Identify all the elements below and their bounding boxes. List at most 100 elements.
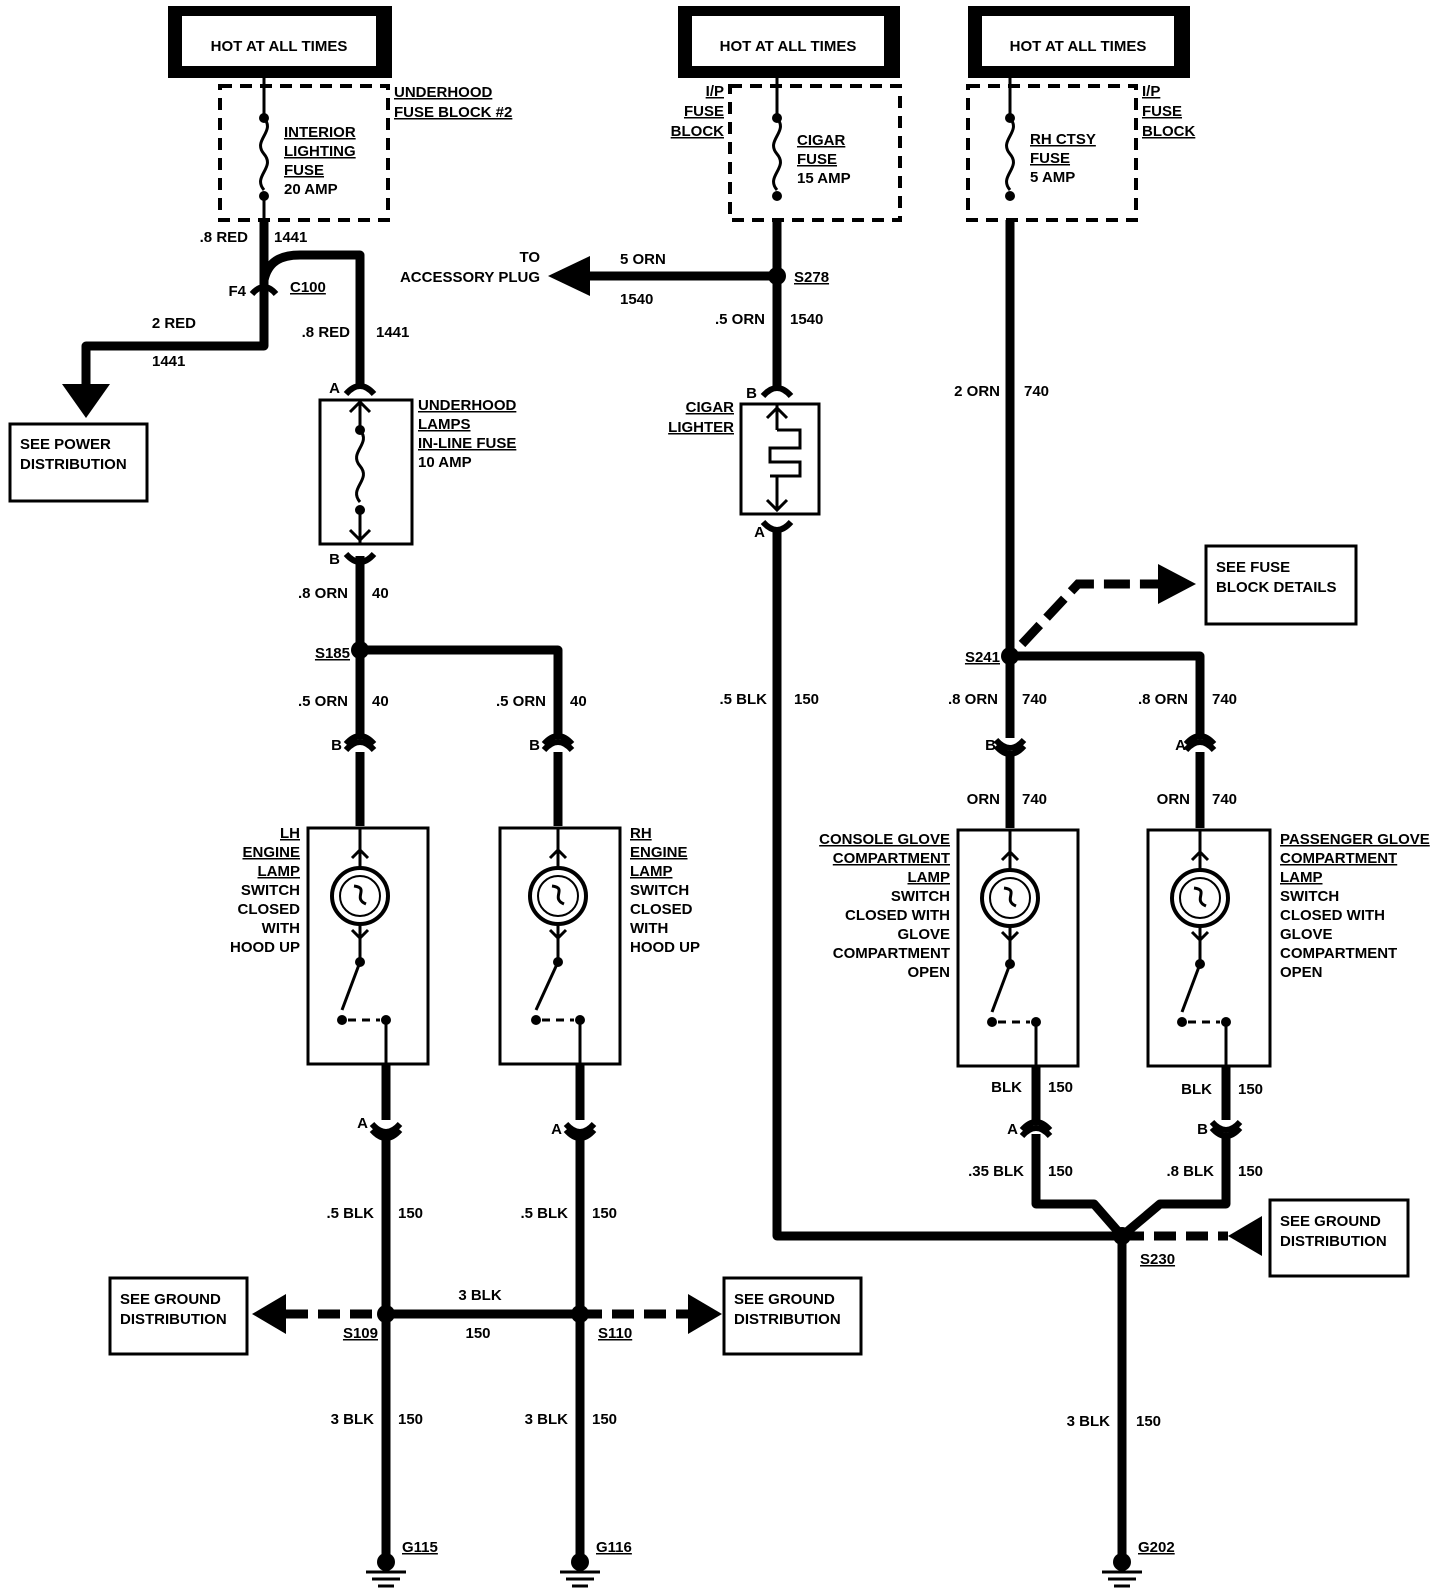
- diagram-label: 20 AMP: [284, 181, 338, 198]
- label-s110: S110: [598, 1325, 632, 1342]
- diagram-label: LAMP: [630, 863, 673, 880]
- diagram-label: CIGAR: [686, 399, 735, 416]
- label-3blk-g202: 3 BLK: [1067, 1413, 1111, 1430]
- see-ground-distribution-mid: SEE GROUND DISTRIBUTION: [722, 1276, 863, 1356]
- diagram-label: PASSENGER GLOVE: [1280, 831, 1430, 848]
- wire-5blk-150: [772, 530, 1122, 1241]
- label-1540: 1540: [790, 311, 823, 328]
- wire-8orn-740: [1010, 651, 1205, 738]
- diagram-label: 10 AMP: [418, 454, 472, 471]
- label-s241: S241: [965, 649, 1000, 666]
- diagram-label: TO: [519, 249, 540, 266]
- diagram-label: DISTRIBUTION: [20, 456, 127, 473]
- splice-s278: [768, 267, 786, 285]
- diagram-label: I/P: [706, 83, 724, 100]
- label-1540-top: 1540: [620, 291, 653, 308]
- diagram-label: FUSE BLOCK #2: [394, 104, 512, 121]
- label-5orn-1540: .5 ORN: [715, 311, 765, 328]
- underhood-fuse-block-label: UNDERHOOD FUSE BLOCK #2: [394, 84, 512, 121]
- ip-fuse-block-2: [966, 84, 1138, 222]
- label-150-pass: 150: [1238, 1081, 1263, 1098]
- inline-fuse-label: UNDERHOOD LAMPS IN-LINE FUSE 10 AMP: [418, 397, 517, 471]
- cigar-lighter: [739, 402, 821, 516]
- diagram-label: DISTRIBUTION: [1280, 1233, 1387, 1250]
- label-8orn-console: .8 ORN: [948, 691, 998, 708]
- label-5blk-mid: .5 BLK: [719, 691, 767, 708]
- diagram-label: RH CTSY: [1030, 131, 1096, 148]
- label-740: 740: [1024, 383, 1049, 400]
- diagram-label: GLOVE: [897, 926, 950, 943]
- pin-b-1: B: [329, 551, 340, 568]
- diagram-label: LH: [280, 825, 300, 842]
- label-2red: 2 RED: [152, 315, 196, 332]
- label-g115: G115: [402, 1539, 438, 1556]
- diagram-label: CONSOLE GLOVE: [819, 831, 950, 848]
- diagram-label: CLOSED: [630, 901, 693, 918]
- label-150-g202: 150: [1136, 1413, 1161, 1430]
- diagram-label: WITH: [262, 920, 300, 937]
- splice-s109: [377, 1305, 395, 1323]
- label-40: 40: [372, 585, 389, 602]
- ground-g115: [366, 1553, 406, 1588]
- label-3blk-rh: 3 BLK: [525, 1411, 569, 1428]
- connector-c100: [249, 284, 279, 297]
- label-740-console-b: 740: [1022, 791, 1047, 808]
- label-s185: S185: [315, 645, 350, 662]
- diagram-label: SEE FUSE: [1216, 559, 1290, 576]
- label-150-lh: 150: [398, 1205, 423, 1222]
- wire-5orn-40: [360, 645, 563, 738]
- diagram-label: CLOSED WITH: [1280, 907, 1385, 924]
- connector-marks: [343, 383, 1243, 1141]
- pin-a-rh: A: [551, 1121, 562, 1138]
- label-8red-b: .8 RED: [302, 324, 351, 341]
- console-glove-lamp-switch: [956, 828, 1080, 1068]
- label-s109: S109: [343, 1325, 378, 1342]
- ground-g202: [1102, 1553, 1142, 1588]
- interior-lighting-fuse: [259, 78, 269, 228]
- label-740-pass: 740: [1212, 691, 1237, 708]
- label-blk-pass: BLK: [1181, 1081, 1212, 1098]
- inline-fuse: [318, 398, 414, 546]
- label-740-console: 740: [1022, 691, 1047, 708]
- diagram-label: OPEN: [1280, 964, 1323, 981]
- diagram-label: OPEN: [907, 964, 950, 981]
- pin-a-console: A: [1007, 1121, 1018, 1138]
- diagram-label: HOOD UP: [230, 939, 300, 956]
- diagram-label: DISTRIBUTION: [120, 1311, 227, 1328]
- diagram-label: COMPARTMENT: [833, 945, 950, 962]
- diagram-label: SWITCH: [630, 882, 689, 899]
- diagram-label: BLOCK: [671, 123, 724, 140]
- cigar-fuse: [772, 78, 782, 201]
- diagram-label: IN-LINE FUSE: [418, 435, 516, 452]
- label-150-rh-b: 150: [592, 1411, 617, 1428]
- diagram-label: INTERIOR: [284, 124, 356, 141]
- diagram-label: DISTRIBUTION: [734, 1311, 841, 1328]
- label-5orn-top: 5 ORN: [620, 251, 666, 268]
- label-orn-console: ORN: [967, 791, 1000, 808]
- diagram-label: ENGINE: [242, 844, 300, 861]
- ground-g116: [560, 1553, 600, 1588]
- arrow-ground-left: [252, 1294, 286, 1334]
- accessory-label: TO ACCESSORY PLUG: [400, 249, 540, 286]
- console-switch-label: CONSOLE GLOVE COMPARTMENT LAMP SWITCH CL…: [819, 831, 950, 981]
- rh-ctsy-fuse: [1005, 78, 1015, 201]
- splice-s230: [1113, 1227, 1131, 1245]
- diagram-label: LAMPS: [418, 416, 471, 433]
- diagram-label: CLOSED WITH: [845, 907, 950, 924]
- hot-box-1: HOT AT ALL TIMES: [168, 6, 392, 78]
- label-3blk-lh: 3 BLK: [331, 1411, 375, 1428]
- passenger-switch-label: PASSENGER GLOVE COMPARTMENT LAMP SWITCH …: [1280, 831, 1430, 981]
- label-150-jumper: 150: [465, 1325, 490, 1342]
- wire-8red-1441: [259, 250, 365, 384]
- diagram-label: SEE GROUND: [1280, 1213, 1381, 1230]
- label-c100: C100: [290, 279, 326, 296]
- pin-a-cigar: A: [754, 524, 765, 541]
- wire-35blk-150: [1031, 1134, 1126, 1239]
- pin-a-lh: A: [357, 1115, 368, 1132]
- diagram-label: FUSE: [1030, 150, 1070, 167]
- label-35blk: .35 BLK: [968, 1163, 1024, 1180]
- see-power-distribution: SEE POWER DISTRIBUTION: [8, 422, 149, 503]
- diagram-label: CIGAR: [797, 132, 846, 149]
- label-s230: S230: [1140, 1251, 1175, 1268]
- diagram-label: COMPARTMENT: [1280, 945, 1397, 962]
